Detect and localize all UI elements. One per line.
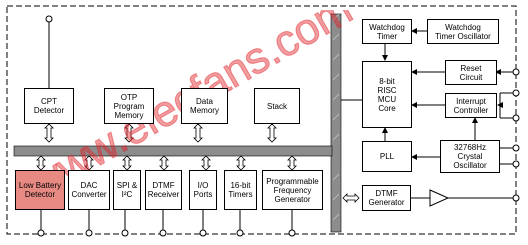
crystal-oscillator-label: 32768Hz Crystal Oscillator: [453, 143, 487, 170]
horizontal-bus: [13, 145, 333, 157]
watchdog-timer-oscillator: Watchdog Timer Oscillator: [427, 19, 499, 44]
dac-converter: DAC Converter: [68, 170, 110, 210]
dtmf-receiver: DTMF Receiver: [145, 170, 182, 210]
amplifier-icon: [429, 189, 450, 207]
data-memory-label: Data Memory: [190, 97, 219, 115]
stack: Stack: [254, 88, 300, 124]
io-ports-label: I/O Ports: [193, 181, 213, 199]
programmable-frequency-generator-label: Programmable Frequency Generator: [266, 176, 319, 204]
cpt-detector: CPT Detector: [24, 88, 74, 124]
16-bit-timers-label: 16-bit Timers: [228, 181, 253, 199]
dtmf-receiver-label: DTMF Receiver: [147, 181, 180, 199]
io-ports: I/O Ports: [189, 170, 217, 210]
otp-program-memory: OTP Program Memory: [104, 88, 154, 124]
dtmf-generator: DTMF Generator: [362, 185, 411, 211]
cpt-detector-label: CPT Detector: [33, 97, 65, 115]
data-memory: Data Memory: [181, 88, 228, 124]
dac-converter-label: DAC Converter: [71, 181, 107, 199]
low-battery-detector: Low Battery Detector: [15, 170, 65, 210]
low-battery-detector-label: Low Battery Detector: [18, 181, 62, 199]
pin: [45, 15, 53, 23]
crystal-oscillator: 32768Hz Crystal Oscillator: [440, 140, 500, 173]
risc-mcu-core-label: 8-bit RISC MCU Core: [377, 76, 397, 113]
programmable-frequency-generator: Programmable Frequency Generator: [262, 170, 323, 210]
reset-circuit-label: Reset Circuit: [459, 63, 483, 82]
vertical-bus: [330, 13, 342, 233]
dtmf-generator-label: DTMF Generator: [368, 189, 405, 207]
16-bit-timers: 16-bit Timers: [224, 170, 257, 210]
risc-mcu-core: 8-bit RISC MCU Core: [362, 61, 412, 128]
watchdog-timer-label: Watchdog Timer: [369, 22, 405, 41]
spi-i2c-label: SPI & I²C: [116, 181, 138, 199]
pll-label: PLL: [379, 152, 395, 161]
reset-circuit: Reset Circuit: [445, 60, 497, 85]
interrupt-controller: Interrupt Controller: [445, 93, 497, 118]
spi-i2c: SPI & I²C: [113, 170, 141, 210]
pll: PLL: [362, 141, 412, 172]
watchdog-timer-oscillator-label: Watchdog Timer Oscillator: [435, 22, 491, 41]
otp-program-memory-label: OTP Program Memory: [113, 92, 145, 120]
stack-label: Stack: [266, 101, 287, 111]
watchdog-timer: Watchdog Timer: [362, 19, 412, 44]
interrupt-controller-label: Interrupt Controller: [453, 96, 489, 115]
